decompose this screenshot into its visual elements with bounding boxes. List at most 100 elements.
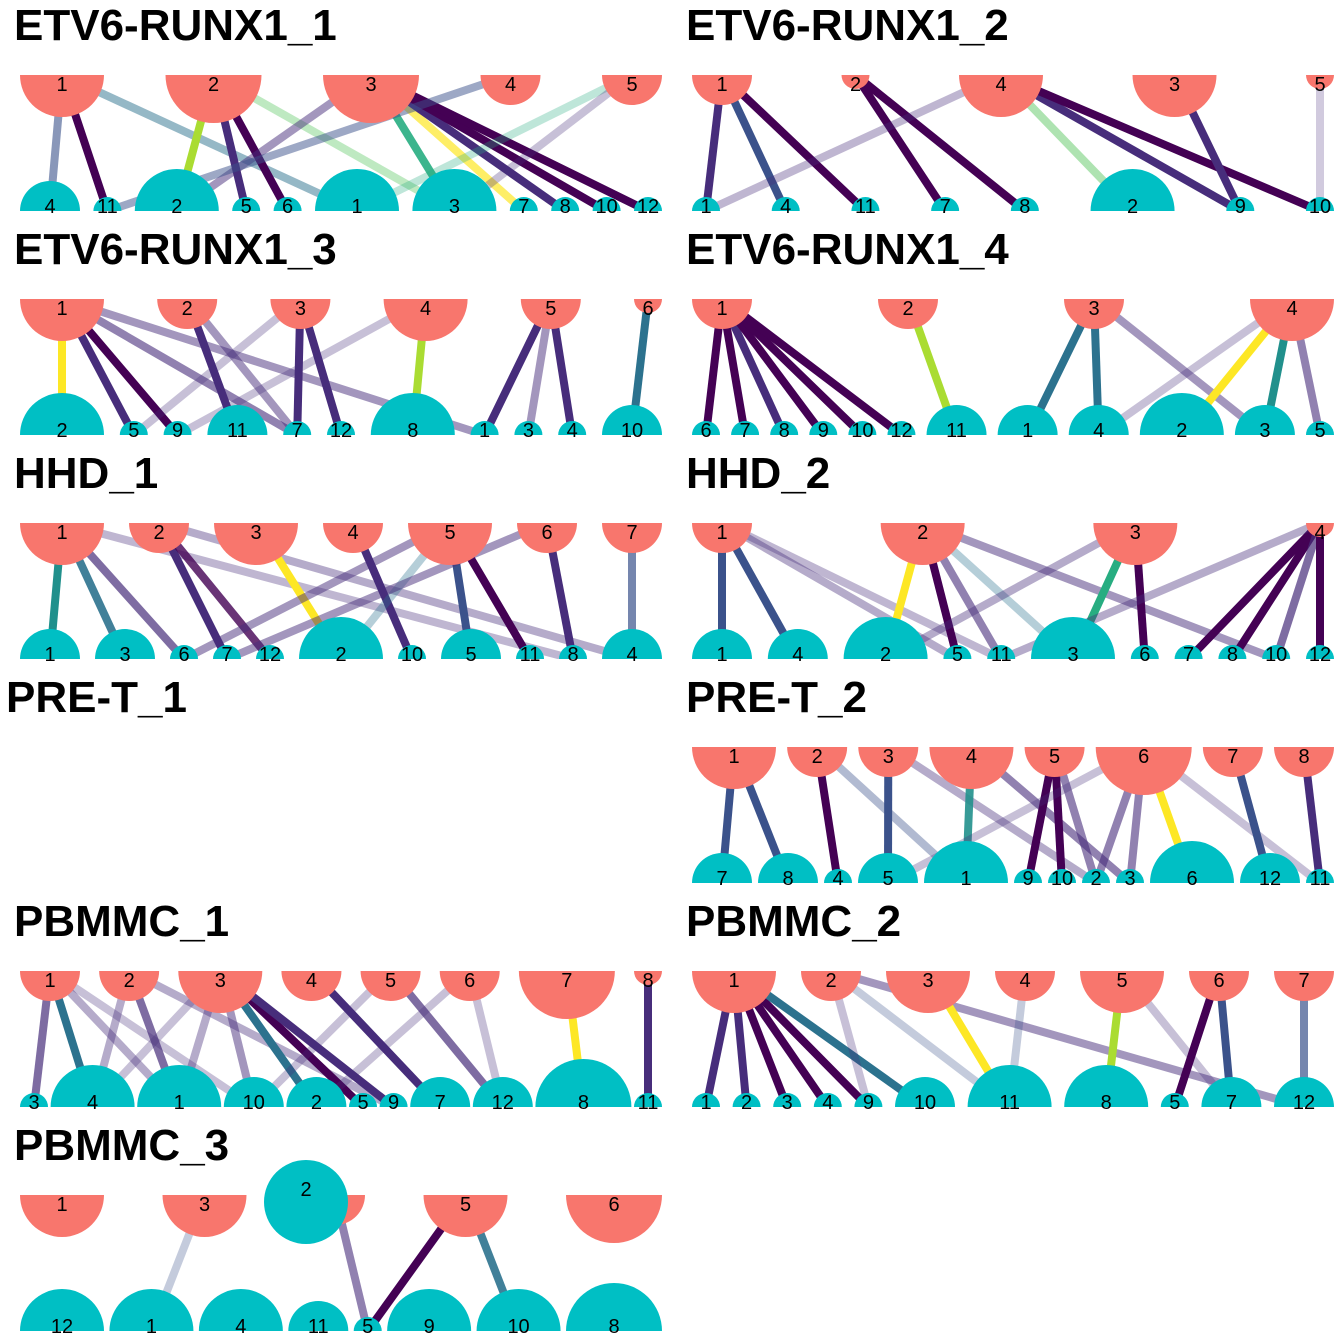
- top-node-label: 3: [1088, 298, 1099, 320]
- bottom-cluster-node: [770, 421, 799, 435]
- cluster-link: [127, 971, 396, 1107]
- bottom-cluster-node: [767, 629, 828, 659]
- bottom-node-label: 11: [638, 1092, 659, 1114]
- bottom-node-label: 10: [914, 1092, 936, 1114]
- bottom-cluster-node: [95, 629, 155, 659]
- top-cluster-node: [692, 971, 776, 1013]
- bottom-cluster-node: [472, 1077, 533, 1107]
- top-cluster-node: [20, 75, 104, 117]
- top-node-label: 4: [1019, 970, 1030, 992]
- bottom-cluster-node: [854, 1093, 883, 1107]
- bottom-cluster-node: [895, 1077, 955, 1107]
- bottom-node-label: 12: [1259, 868, 1281, 890]
- cluster-link: [308, 971, 444, 1107]
- bottom-cluster-node: [1010, 197, 1039, 211]
- top-node-label: 6: [1138, 746, 1149, 768]
- bottom-node-label: 9: [1235, 196, 1246, 218]
- bottom-cluster-node: [410, 1077, 471, 1107]
- bottom-node-label: 4: [822, 1092, 833, 1114]
- bottom-node-label: 1: [479, 420, 490, 442]
- cluster-link: [719, 75, 869, 211]
- top-cluster-node: [886, 971, 970, 1013]
- bottom-node-label: 9: [863, 1092, 874, 1114]
- top-cluster-node: [1306, 523, 1334, 537]
- bottom-node-label: 10: [621, 420, 643, 442]
- bottom-node-label: 8: [1101, 1092, 1112, 1114]
- bottom-cluster-node: [170, 645, 198, 659]
- top-cluster-node: [518, 971, 615, 1019]
- bottom-cluster-node: [535, 1059, 632, 1107]
- top-node-label: 1: [56, 74, 67, 96]
- top-node-label: 6: [608, 1194, 619, 1216]
- bottom-cluster-node: [758, 853, 818, 883]
- bottom-node-label: 11: [308, 1316, 329, 1338]
- top-node-label: 4: [306, 970, 317, 992]
- bottom-cluster-node: [1160, 1093, 1189, 1107]
- bottom-cluster-node: [592, 197, 621, 211]
- top-cluster-node: [1274, 747, 1334, 777]
- bottom-cluster-node: [843, 617, 928, 659]
- top-node-label: 5: [1314, 74, 1325, 96]
- panel-title: PBMMC_3: [14, 1121, 229, 1170]
- bottom-node-label: 6: [178, 644, 189, 666]
- top-cluster-node: [520, 299, 581, 329]
- top-cluster-node: [929, 747, 1014, 789]
- bottom-node-label: 6: [282, 196, 293, 218]
- cluster-link: [886, 747, 1146, 883]
- bottom-cluster-node: [931, 197, 960, 211]
- top-cluster-node: [383, 299, 468, 341]
- bottom-node-label: 1: [44, 644, 55, 666]
- top-cluster-node: [841, 75, 870, 89]
- cluster-link: [1185, 523, 1323, 659]
- top-cluster-node: [1274, 971, 1334, 1001]
- bottom-node-label: 1: [351, 196, 362, 218]
- bottom-node-label: 12: [51, 1316, 73, 1338]
- bottom-cluster-node: [1306, 421, 1334, 435]
- top-node-label: 3: [199, 1194, 210, 1216]
- top-node-label: 3: [1169, 74, 1180, 96]
- top-node-label: 6: [541, 522, 552, 544]
- cluster-link: [369, 75, 650, 211]
- top-cluster-node: [1093, 523, 1178, 565]
- bottom-node-label: 6: [1186, 868, 1197, 890]
- top-cluster-node: [323, 523, 383, 553]
- panel-title: HHD_1: [14, 449, 158, 498]
- bottom-node-label: 8: [578, 1092, 589, 1114]
- bottom-node-label: 9: [424, 1316, 435, 1338]
- bottom-node-label: 5: [128, 420, 139, 442]
- bottom-node-label: 1: [1022, 420, 1033, 442]
- top-node-label: 1: [56, 298, 67, 320]
- bottom-node-label: 3: [523, 420, 534, 442]
- top-cluster-node: [281, 971, 342, 1001]
- bottom-node-label: 8: [1019, 196, 1030, 218]
- top-node-label: 2: [182, 298, 193, 320]
- top-cluster-node: [634, 299, 662, 313]
- cluster-link: [1091, 299, 1268, 435]
- top-cluster-node: [787, 747, 848, 777]
- bottom-cluster-node: [1014, 869, 1042, 883]
- top-node-label: 2: [153, 522, 164, 544]
- top-node-label: 2: [825, 970, 836, 992]
- top-node-label: 7: [626, 522, 637, 544]
- bottom-cluster-node: [987, 645, 1016, 659]
- bottom-node-label: 12: [1309, 644, 1331, 666]
- top-node-label: 5: [444, 522, 455, 544]
- bottom-node-label: 7: [740, 420, 751, 442]
- top-node-label: 3: [250, 522, 261, 544]
- bottom-cluster-node: [20, 1289, 104, 1331]
- top-node-label: 2: [917, 522, 928, 544]
- bottom-node-label: 5: [241, 196, 252, 218]
- cluster-link: [883, 523, 1138, 659]
- top-cluster-node: [692, 75, 752, 105]
- top-node-label: 8: [642, 970, 653, 992]
- bottom-node-label: 9: [818, 420, 829, 442]
- bottom-cluster-node: [1240, 853, 1300, 883]
- bottom-node-label: 3: [449, 196, 460, 218]
- cluster-link: [999, 75, 1322, 211]
- bottom-node-label: 11: [227, 420, 248, 442]
- bottom-node-label: 8: [608, 1316, 619, 1338]
- bottom-node-label: 4: [1093, 420, 1104, 442]
- top-cluster-node: [1024, 747, 1085, 777]
- top-node-label: 2: [812, 746, 823, 768]
